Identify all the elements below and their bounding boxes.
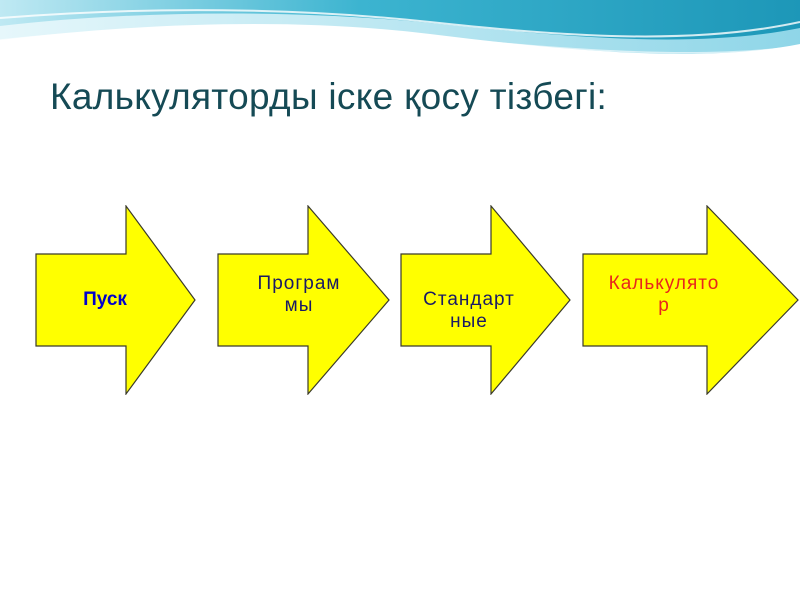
arrow-shape-icon xyxy=(582,205,799,395)
step-label-calculator: Калькулято р xyxy=(608,273,720,316)
arrow-polygon xyxy=(582,205,799,395)
arrow-shape-icon xyxy=(217,205,390,395)
arrow-polygon xyxy=(35,205,196,395)
step-label-programs: Програм мы xyxy=(257,273,341,316)
step-arrow-programs: Програм мы xyxy=(217,205,439,395)
step-label-standard: Стандарт ные xyxy=(423,289,515,332)
arrow-shape-icon xyxy=(35,205,196,395)
arrow-polygon xyxy=(217,205,390,395)
arrow-polygon xyxy=(400,205,571,395)
step-arrow-start: Пуск xyxy=(35,205,257,395)
step-arrow-calculator: Калькулято р xyxy=(582,205,800,395)
slide-title: Калькуляторды іске қосу тізбегі: xyxy=(50,76,608,117)
arrow-shape-icon xyxy=(400,205,571,395)
step-arrow-standard: Стандарт ные xyxy=(400,205,622,395)
step-label-start: Пуск xyxy=(83,289,127,310)
wave-decoration xyxy=(0,0,800,54)
